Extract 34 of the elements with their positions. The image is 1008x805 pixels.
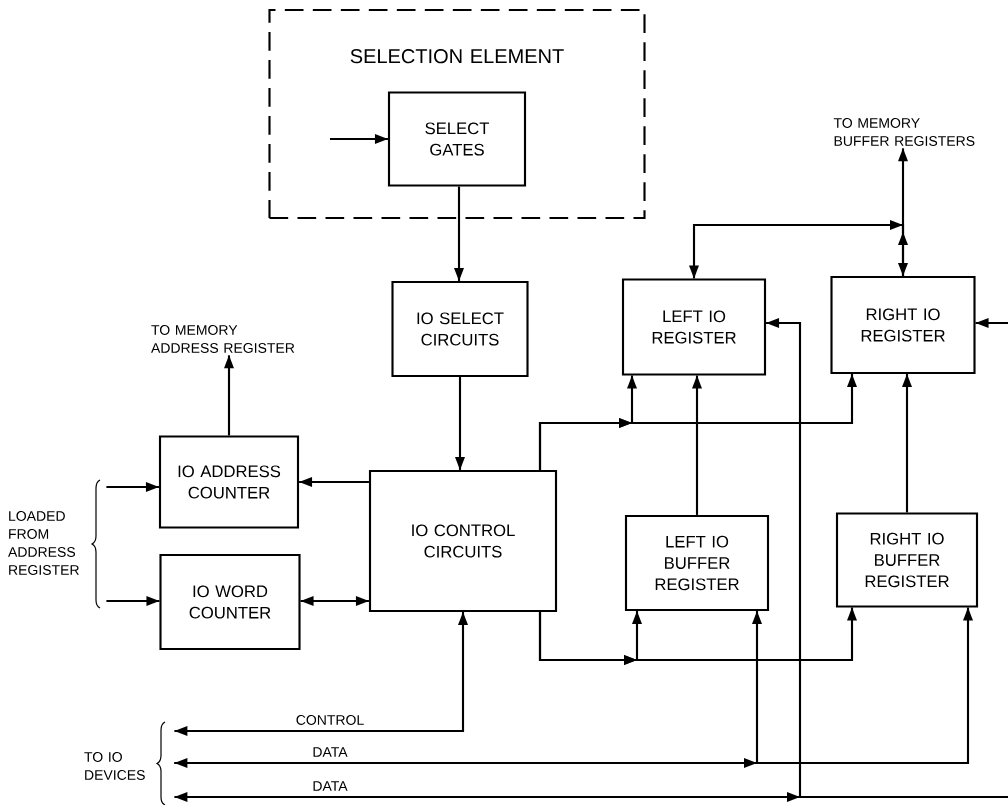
block-box: LEFT IO REGISTER — [621, 278, 767, 376]
arrow — [300, 596, 369, 606]
arrow — [106, 482, 159, 492]
arrow — [538, 374, 857, 470]
arrow — [330, 134, 388, 144]
note-text: TO IO DEVICES — [84, 752, 145, 780]
arrow — [538, 607, 857, 665]
note-text: TO MEMORY ADDRESS REGISTER — [151, 325, 295, 353]
edge-label: DATA — [311, 745, 349, 759]
arrow — [902, 374, 912, 513]
block-box: SELECT GATES — [387, 91, 527, 187]
arrow — [692, 375, 702, 515]
block-box: RIGHT IO REGISTER — [830, 275, 976, 375]
block-box: IO SELECT CIRCUITS — [391, 280, 529, 378]
block-box: IO WORD COUNTER — [159, 553, 301, 651]
arrow — [106, 596, 160, 606]
arrow — [975, 318, 1008, 328]
block-box: IO CONTROL CIRCUITS — [368, 469, 558, 613]
note-text: TO MEMORY BUFFER REGISTERS — [833, 118, 975, 146]
arrow — [224, 355, 234, 436]
arrow — [174, 318, 802, 802]
arrow — [898, 148, 908, 276]
block-box: LEFT IO BUFFER REGISTER — [624, 514, 770, 612]
note-text: LOADED FROM ADDRESS REGISTER — [8, 511, 79, 575]
edge-label: DATA — [311, 779, 349, 793]
block-box: RIGHT IO BUFFER REGISTER — [835, 512, 979, 608]
block-box: IO ADDRESS COUNTER — [158, 435, 300, 529]
arrow — [174, 607, 973, 765]
arrow — [174, 612, 468, 736]
edge-label: CONTROL — [294, 713, 366, 727]
arrow — [689, 220, 908, 279]
arrow — [299, 477, 369, 487]
arrow — [454, 186, 464, 281]
arrow — [455, 377, 465, 470]
